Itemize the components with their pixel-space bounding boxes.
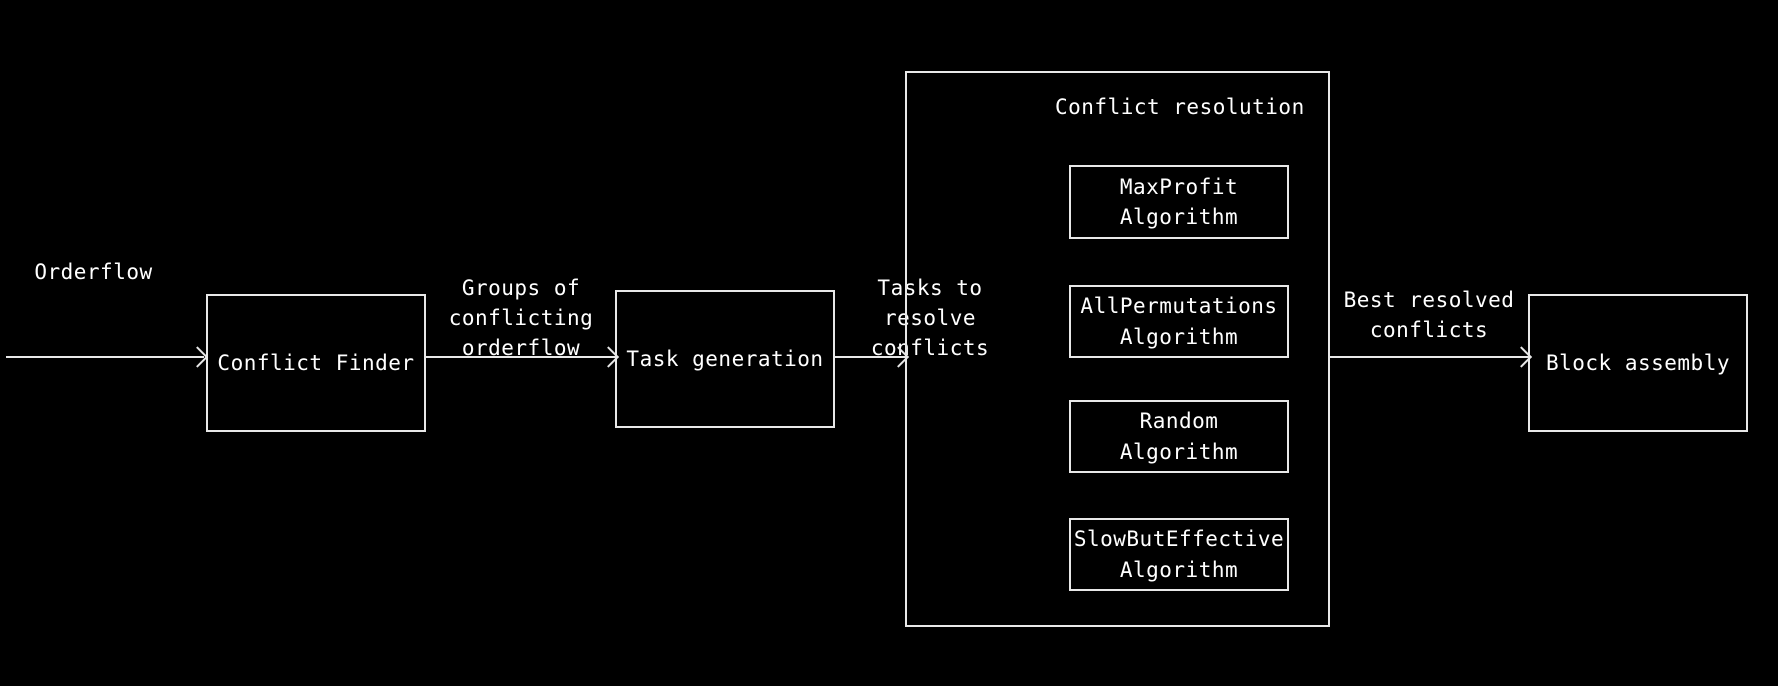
algorithm-box-random-label: Random Algorithm xyxy=(1119,409,1239,464)
algorithm-box-slowbuteffective[interactable]: SlowButEffective Algorithm xyxy=(1069,518,1289,591)
arrow-conflict-resolution-to-block-assembly xyxy=(1330,356,1528,358)
edge-label-orderflow: Orderflow xyxy=(34,260,153,284)
edge-label-best-resolved-conflicts: Best resolved conflicts xyxy=(1343,288,1515,342)
algorithm-box-maxprofit[interactable]: MaxProfit Algorithm xyxy=(1069,165,1289,239)
arrow-conflict-finder-to-task-generation xyxy=(426,356,615,358)
node-conflict-finder[interactable]: Conflict Finder xyxy=(206,294,426,432)
node-conflict-finder-label: Conflict Finder xyxy=(217,350,415,375)
group-conflict-resolution-title: Conflict resolution xyxy=(1055,95,1305,119)
algorithm-box-allpermutations[interactable]: AllPermutations Algorithm xyxy=(1069,285,1289,358)
arrow-task-generation-to-conflict-resolution xyxy=(835,356,905,358)
node-block-assembly[interactable]: Block assembly xyxy=(1528,294,1748,432)
algorithm-box-random[interactable]: Random Algorithm xyxy=(1069,400,1289,473)
arrow-input-to-conflict-finder xyxy=(6,356,204,358)
group-conflict-resolution xyxy=(905,71,1330,627)
algorithm-box-maxprofit-label: MaxProfit Algorithm xyxy=(1119,174,1239,229)
edge-label-groups-of-conflicting-orderflow: Groups of conflicting orderflow xyxy=(448,276,594,360)
node-task-generation-label: Task generation xyxy=(626,346,824,371)
algorithm-box-allpermutations-label: AllPermutations Algorithm xyxy=(1080,294,1278,349)
algorithm-box-slowbuteffective-label: SlowButEffective Algorithm xyxy=(1073,527,1285,582)
node-task-generation[interactable]: Task generation xyxy=(615,290,835,428)
node-block-assembly-label: Block assembly xyxy=(1545,350,1730,375)
